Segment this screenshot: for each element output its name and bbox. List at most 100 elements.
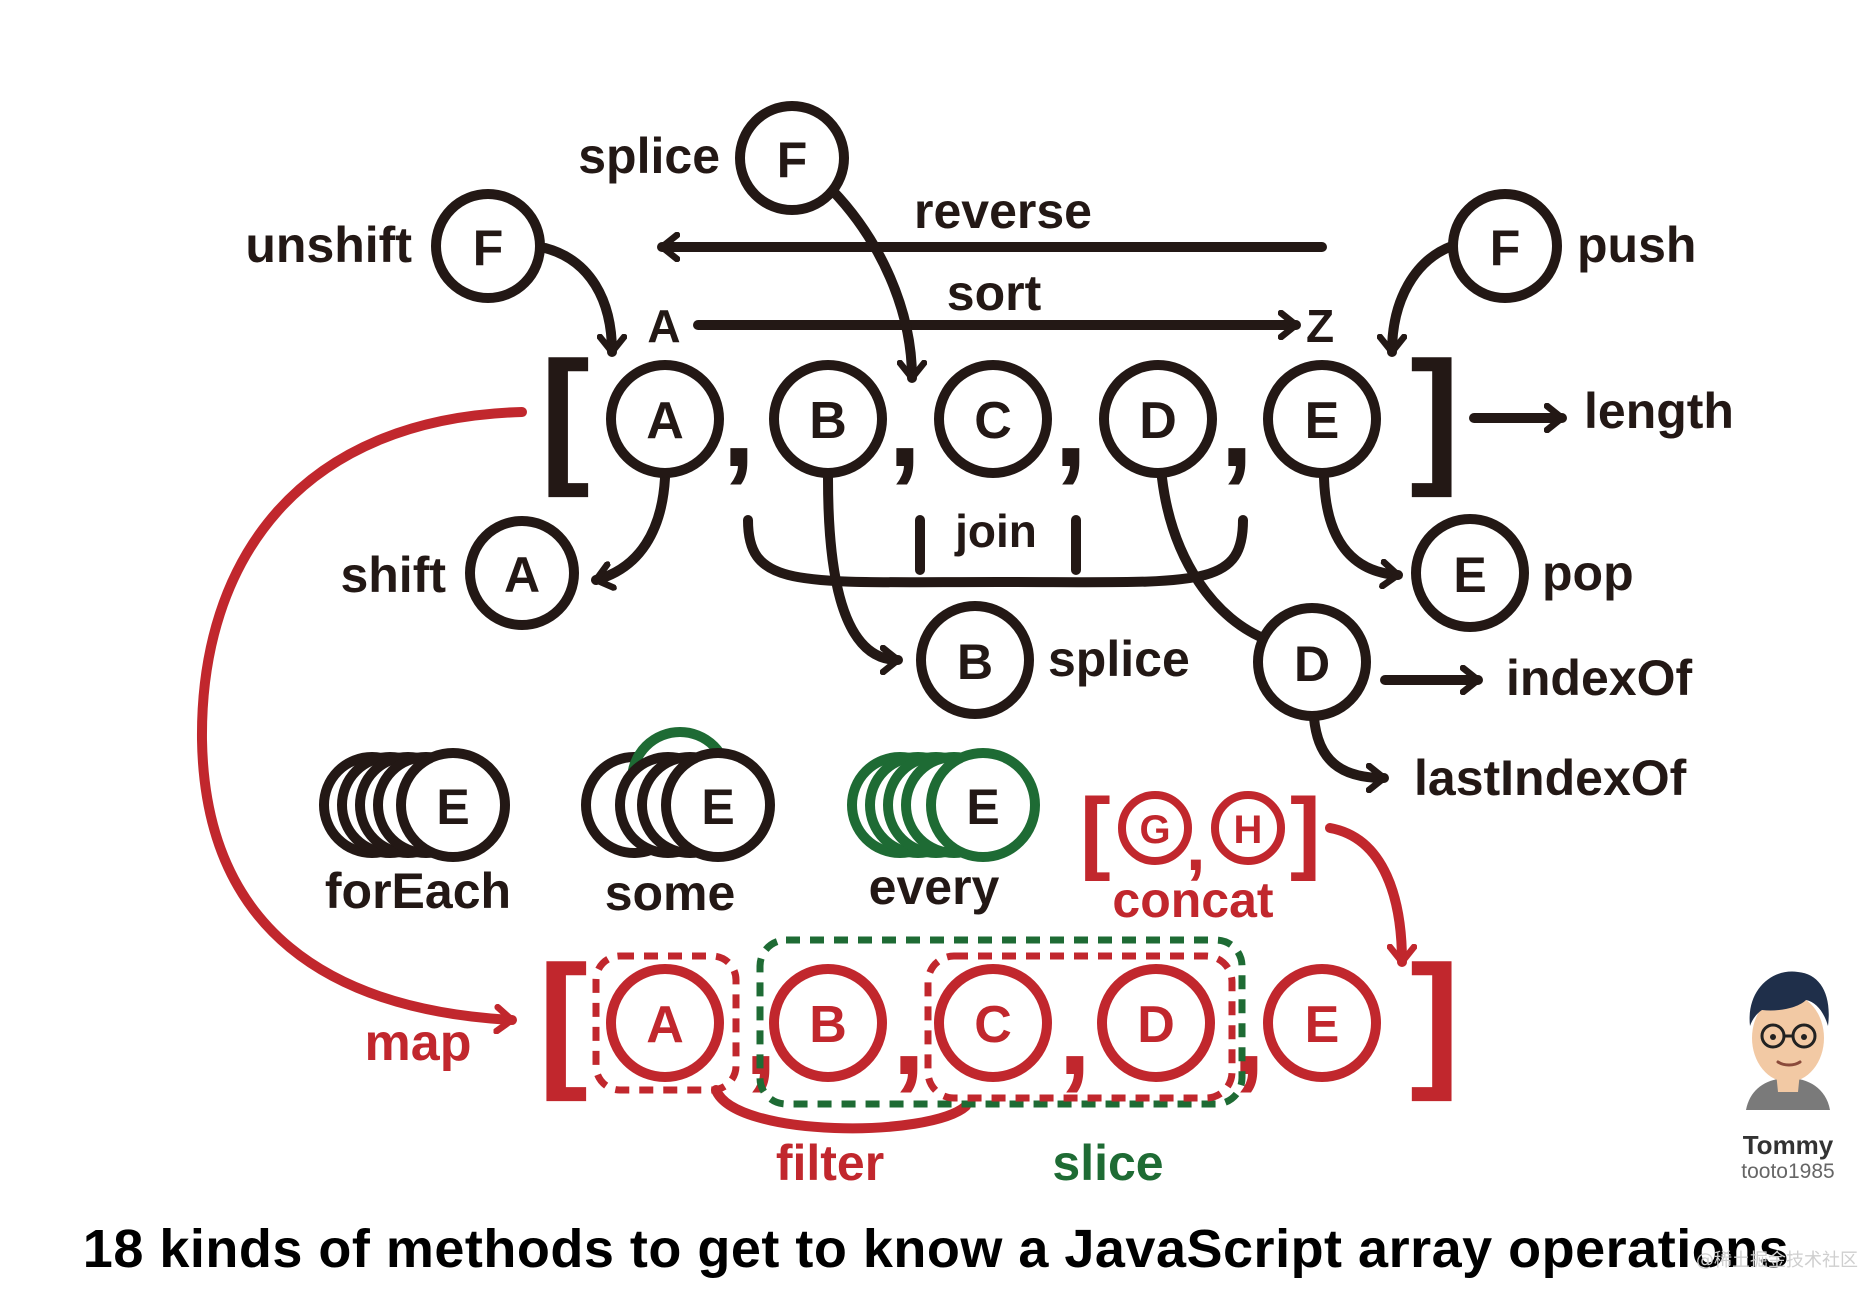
- push-label: push: [1577, 217, 1696, 273]
- indexOf-label: indexOf: [1506, 650, 1692, 706]
- concat-arrow: [1325, 823, 1402, 967]
- svg-text:]: ]: [1410, 934, 1460, 1102]
- slice-label: slice: [1052, 1135, 1163, 1191]
- site-watermark: @稀土掘金技术社区: [1696, 1250, 1858, 1271]
- svg-text:,: ,: [888, 358, 921, 492]
- push-item: F: [1490, 220, 1521, 276]
- pop-label: pop: [1542, 545, 1634, 601]
- concat-array: [ ] ,: [1080, 780, 1321, 885]
- splice-insert-item: F: [777, 132, 808, 188]
- mapped-element-c: [934, 964, 1052, 1082]
- mapped-element-b: [769, 964, 887, 1082]
- svg-text:]: ]: [1410, 330, 1460, 498]
- sort-label: sort: [947, 265, 1042, 321]
- mapped-element-a-label: A: [646, 996, 684, 1054]
- shift-item-circle: [465, 516, 579, 630]
- push-item-circle: [1448, 189, 1562, 303]
- indexOf-item-circle: [1253, 603, 1371, 721]
- svg-text:,: ,: [722, 358, 755, 492]
- map-arrow: [196, 407, 527, 1020]
- author-avatar: [1746, 971, 1830, 1110]
- mapped-element-e-label: E: [1305, 996, 1340, 1054]
- join-label: join: [954, 505, 1037, 557]
- mapped-element-a: [606, 964, 724, 1082]
- splice-insert-item-circle: [735, 101, 849, 215]
- filter-bracket: [711, 1085, 971, 1134]
- splice-remove-arrow: [823, 473, 903, 660]
- some-item: E: [701, 779, 734, 835]
- lastIndexOf-arrow: [1309, 713, 1389, 778]
- svg-text:,: ,: [1058, 966, 1091, 1100]
- push-arrow: [1392, 241, 1457, 357]
- concat-item-g: G: [1139, 808, 1170, 852]
- author-card: Tommy tooto1985: [1728, 960, 1848, 1190]
- filter-box-cd: [924, 952, 1236, 1102]
- shift-item: A: [504, 547, 540, 603]
- svg-text:]: ]: [1290, 780, 1321, 882]
- sort-from-label: A: [647, 300, 680, 352]
- splice-insert-label: splice: [578, 128, 720, 184]
- sort-to-label: Z: [1306, 300, 1334, 352]
- mapped-array-brackets: [ ]: [538, 934, 1460, 1102]
- splice-insert-arrow: [827, 185, 912, 383]
- mapped-element-b-label: B: [809, 996, 847, 1054]
- filter-label: filter: [776, 1135, 884, 1191]
- array-brackets: [ ]: [540, 330, 1460, 498]
- author-handle: tooto1985: [1741, 1160, 1835, 1183]
- unshift-item: F: [473, 220, 504, 276]
- array-element-d-label: D: [1139, 392, 1177, 450]
- unshift-label: unshift: [245, 217, 412, 273]
- forEach-stack: [319, 748, 510, 862]
- lastIndexOf-label: lastIndexOf: [1414, 750, 1687, 806]
- array-element-e: [1263, 360, 1381, 478]
- diagram-caption: 18 kinds of methods to get to know a Jav…: [82, 1219, 1790, 1279]
- array-element-d: [1099, 360, 1217, 478]
- array-element-b: [769, 360, 887, 478]
- array-commas: , , , ,: [722, 358, 1253, 492]
- length-label: length: [1584, 383, 1734, 439]
- map-label: map: [365, 1014, 472, 1072]
- array-element-c-label: C: [974, 392, 1012, 450]
- svg-text:,: ,: [1232, 966, 1265, 1100]
- pop-item-circle: [1411, 514, 1529, 632]
- concat-label: concat: [1112, 872, 1274, 928]
- svg-text:[: [: [1080, 780, 1111, 882]
- array-element-a: [606, 360, 724, 478]
- svg-text:[: [: [538, 934, 588, 1102]
- indexOf-path: [1157, 473, 1273, 645]
- every-stack: [847, 748, 1040, 862]
- author-name: Tommy: [1742, 1130, 1834, 1160]
- mapped-element-e: [1263, 964, 1381, 1082]
- pop-item: E: [1453, 547, 1486, 603]
- splice-remove-item-circle: [916, 601, 1034, 719]
- forEach-item: E: [436, 779, 469, 835]
- shift-arrow: [591, 473, 670, 580]
- array-element-b-label: B: [809, 392, 847, 450]
- mapped-element-d-label: D: [1137, 996, 1175, 1054]
- splice-remove-item: B: [957, 634, 993, 690]
- filter-box-a: [592, 952, 740, 1094]
- reverse-label: reverse: [914, 183, 1092, 239]
- join-bracket: [743, 515, 1248, 588]
- unshift-arrow: [540, 243, 612, 357]
- array-element-a-label: A: [646, 392, 684, 450]
- array-element-e-label: E: [1305, 392, 1340, 450]
- pop-arrow: [1319, 473, 1403, 575]
- indexOf-item: D: [1294, 636, 1330, 692]
- every-label: every: [869, 859, 1000, 915]
- splice-remove-label: splice: [1048, 631, 1190, 687]
- svg-text:,: ,: [892, 966, 925, 1100]
- svg-text:,: ,: [1054, 358, 1087, 492]
- concat-item-h: H: [1234, 808, 1263, 852]
- some-stack: [581, 727, 775, 862]
- forEach-label: forEach: [325, 863, 511, 919]
- some-label: some: [605, 865, 736, 921]
- mapped-element-c-label: C: [974, 996, 1012, 1054]
- shift-label: shift: [340, 547, 446, 603]
- svg-text:[: [: [540, 330, 590, 498]
- svg-text:,: ,: [1220, 358, 1253, 492]
- mapped-element-d: [1097, 964, 1215, 1082]
- unshift-item-circle: [431, 189, 545, 303]
- every-item: E: [966, 779, 999, 835]
